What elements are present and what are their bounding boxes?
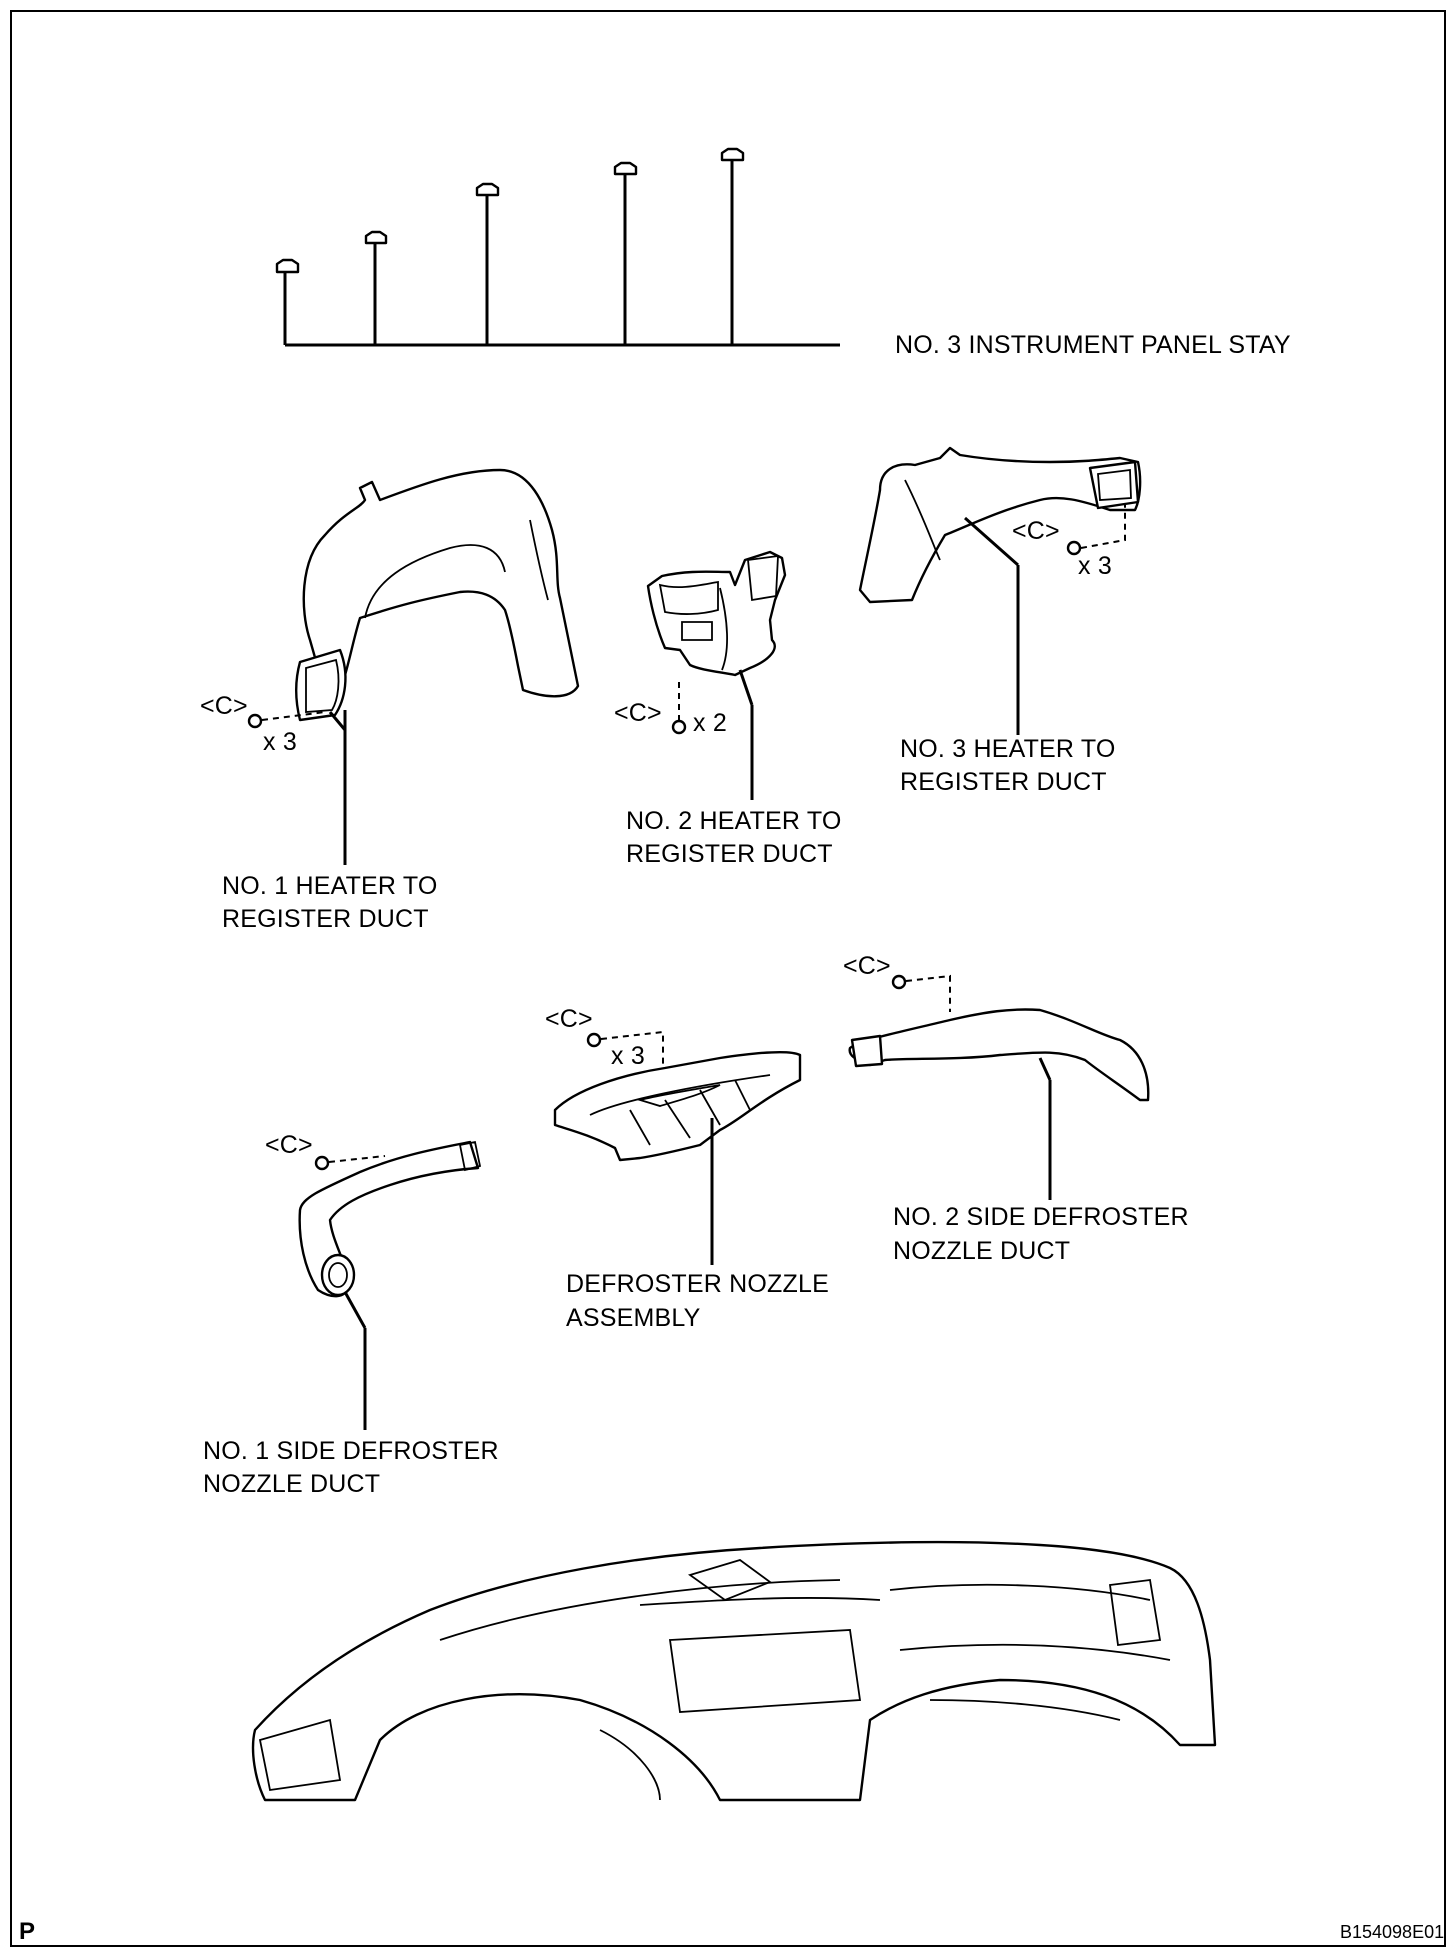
defroster-fastener-code: <C> — [545, 1005, 593, 1033]
duct1-qty: x 3 — [263, 728, 297, 756]
side2-label-line2: NOZZLE DUCT — [893, 1237, 1071, 1265]
panel-stay-clips — [275, 147, 840, 347]
side1-fastener-code: <C> — [265, 1131, 313, 1159]
duct1-label-line2: REGISTER DUCT — [222, 905, 429, 933]
instrument-panel-drawing — [251, 1540, 1217, 1802]
corner-letter: P — [19, 1918, 36, 1945]
duct2-label-line2: REGISTER DUCT — [626, 840, 833, 868]
defroster-qty: x 3 — [611, 1042, 645, 1070]
duct1-fastener-code: <C> — [200, 692, 248, 720]
side1-label-line1: NO. 1 SIDE DEFROSTER — [203, 1437, 499, 1465]
duct3-label-line2: REGISTER DUCT — [900, 768, 1107, 796]
defroster-nozzle-drawing — [553, 1050, 802, 1265]
duct2-fastener-code: <C> — [614, 699, 662, 727]
duct2-qty: x 2 — [693, 709, 727, 737]
heater-duct-2-drawing — [646, 550, 787, 800]
figure-code: B154098E01 — [1340, 1922, 1445, 1942]
screws — [247, 505, 1126, 1171]
side2-fastener-code: <C> — [843, 952, 891, 980]
duct2-label-line1: NO. 2 HEATER TO — [626, 807, 842, 835]
panel-stay-label: NO. 3 INSTRUMENT PANEL STAY — [895, 331, 1291, 359]
side-defroster-1-drawing — [298, 1140, 482, 1430]
heater-duct-3-drawing — [858, 446, 1142, 735]
defroster-label-line2: ASSEMBLY — [566, 1304, 701, 1332]
duct3-label-line1: NO. 3 HEATER TO — [900, 735, 1116, 763]
side-defroster-2-drawing — [848, 1008, 1150, 1200]
page-border — [10, 10, 1446, 1947]
side2-label-line1: NO. 2 SIDE DEFROSTER — [893, 1203, 1189, 1231]
duct3-fastener-code: <C> — [1012, 517, 1060, 545]
defroster-label-line1: DEFROSTER NOZZLE — [566, 1270, 829, 1298]
heater-duct-1-drawing — [295, 468, 580, 865]
duct1-label-line1: NO. 1 HEATER TO — [222, 872, 438, 900]
duct3-qty: x 3 — [1078, 552, 1112, 580]
side1-label-line2: NOZZLE DUCT — [203, 1470, 381, 1498]
